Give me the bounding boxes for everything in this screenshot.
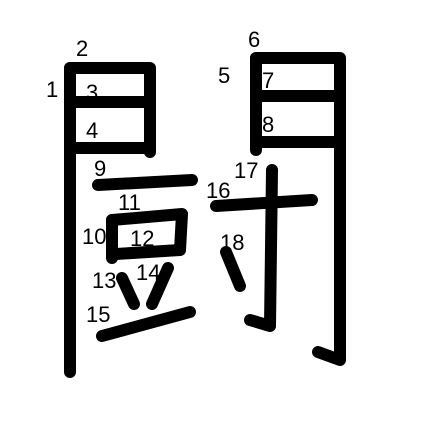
stroke-6 [250,52,346,366]
stroke-number-2: 2 [76,36,88,61]
stroke-14 [146,262,174,310]
stroke-12 [110,244,186,260]
stroke-number-11: 11 [118,190,141,215]
stroke-number-16: 16 [206,178,230,203]
stroke-16 [210,194,318,212]
stroke-number-8: 8 [262,112,274,137]
stroke-11 [106,208,188,256]
stroke-number-4: 4 [86,118,98,143]
stroke-18 [220,246,246,292]
stroke-number-6: 6 [248,27,260,52]
stroke-number-10: 10 [82,224,106,249]
stroke-number-3: 3 [86,80,98,105]
stroke-number-13: 13 [92,268,116,293]
stroke-17 [244,164,278,332]
stroke-number-17: 17 [234,158,258,183]
stroke-number-5: 5 [218,63,230,88]
stroke-number-14: 14 [136,260,160,285]
stroke-number-18: 18 [220,230,244,255]
stroke-number-9: 9 [94,156,106,181]
stroke-15 [96,306,196,342]
stroke-number-12: 12 [130,226,154,251]
stroke-number-15: 15 [86,302,110,327]
stroke-9 [92,174,198,191]
stroke-2 [64,62,156,158]
stroke-number-1: 1 [46,77,58,102]
stroke-13 [116,272,140,310]
stroke-number-7: 7 [262,68,274,93]
